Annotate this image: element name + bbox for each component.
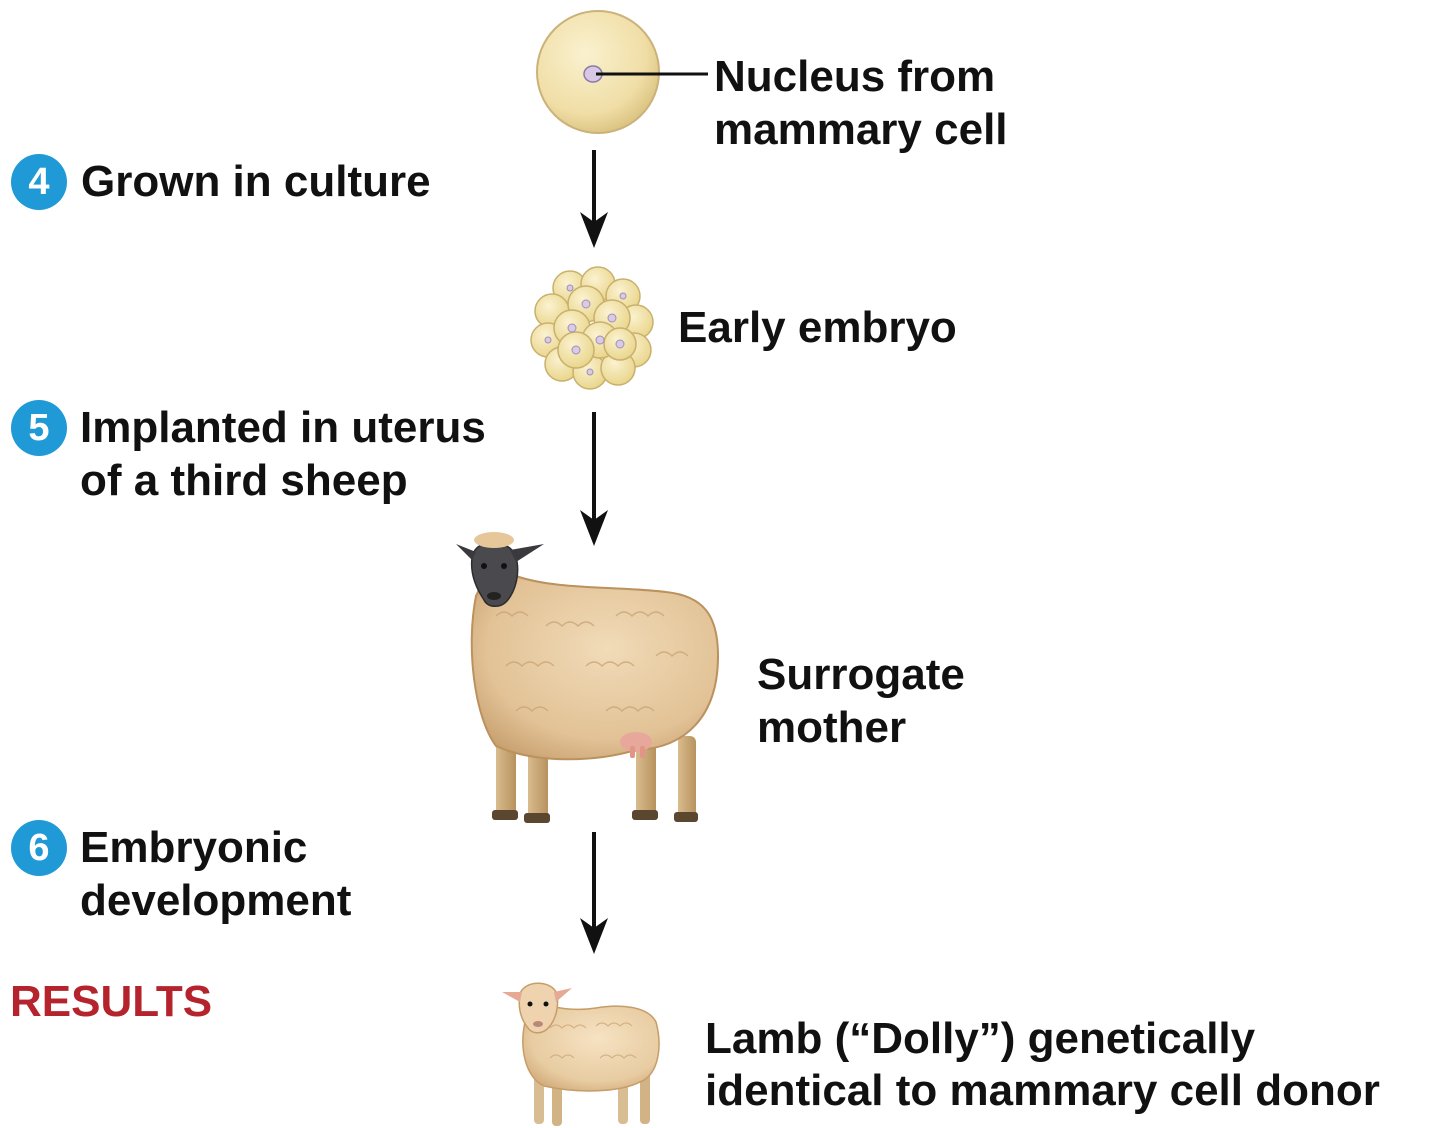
down-arrow-icon <box>578 150 610 250</box>
nucleus-label-line1: Nucleus from <box>714 50 995 103</box>
lamb-dolly-label-line2: identical to mammary cell donor <box>705 1064 1380 1117</box>
step-4-label: Grown in culture <box>81 155 431 208</box>
nucleus-label-line2: mammary cell <box>714 103 1008 156</box>
lamb-dolly-icon <box>500 978 662 1128</box>
step-4-badge: 4 <box>11 154 67 210</box>
surrogate-mother-label-line1: Surrogate <box>757 648 965 701</box>
early-embryo-icon <box>530 266 656 390</box>
early-embryo-label: Early embryo <box>678 301 957 354</box>
surrogate-mother-sheep-icon <box>456 536 724 826</box>
step-6-label-line2: development <box>80 874 351 927</box>
lamb-dolly-label-line1: Lamb (“Dolly”) genetically <box>705 1012 1255 1065</box>
step-6-badge: 6 <box>11 820 67 876</box>
step-5-label-line2: of a third sheep <box>80 454 408 507</box>
step-5-label-line1: Implanted in uterus <box>80 401 486 454</box>
results-heading: RESULTS <box>10 975 212 1028</box>
surrogate-mother-label-line2: mother <box>757 701 906 754</box>
step-6-label-line1: Embryonic <box>80 821 307 874</box>
mammary-cell-nucleus-icon <box>530 4 670 139</box>
step-5-badge: 5 <box>11 400 67 456</box>
down-arrow-icon <box>578 412 610 548</box>
down-arrow-icon <box>578 832 610 956</box>
